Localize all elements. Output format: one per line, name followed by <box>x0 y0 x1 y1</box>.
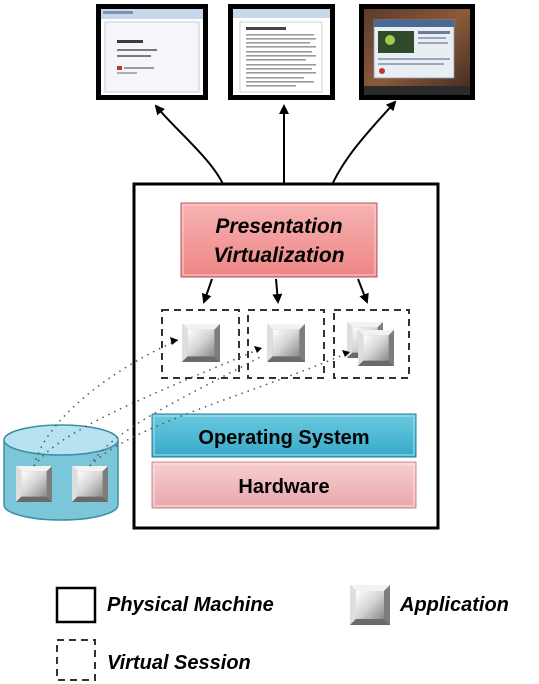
operating-system-label: Operating System <box>198 427 369 449</box>
presentation-label-line2: Virtualization <box>213 244 344 267</box>
legend-virtual-session-swatch <box>56 639 96 681</box>
legend-application-label: Application <box>399 594 509 616</box>
legend-physical-machine-swatch <box>55 586 97 624</box>
virtual-session-3 <box>333 309 410 379</box>
application-icon <box>182 324 220 362</box>
application-icon <box>267 324 305 362</box>
monitor-desktop-icon <box>359 4 475 100</box>
hardware-label: Hardware <box>238 476 329 498</box>
presentation-label-line1: Presentation <box>215 215 342 238</box>
application-icon <box>72 466 108 502</box>
legend-application-swatch <box>350 585 390 625</box>
virtual-session-1 <box>161 309 240 379</box>
legend-virtual-session-label: Virtual Session <box>107 652 251 674</box>
monitor-webpage-icon <box>228 4 335 100</box>
hardware-bar <box>151 461 417 509</box>
dotted-arrowheads <box>170 337 350 357</box>
dotted-connectors <box>33 339 351 467</box>
presentation-virtualization-box <box>180 202 378 278</box>
legend-physical-machine-label: Physical Machine <box>107 594 274 616</box>
application-icon <box>16 466 52 502</box>
operating-system-bar <box>151 413 417 458</box>
connector-arrows-to-sessions <box>201 278 369 304</box>
virtual-session-2 <box>247 309 325 379</box>
monitor-document-icon <box>96 4 208 100</box>
application-icon <box>358 330 394 366</box>
